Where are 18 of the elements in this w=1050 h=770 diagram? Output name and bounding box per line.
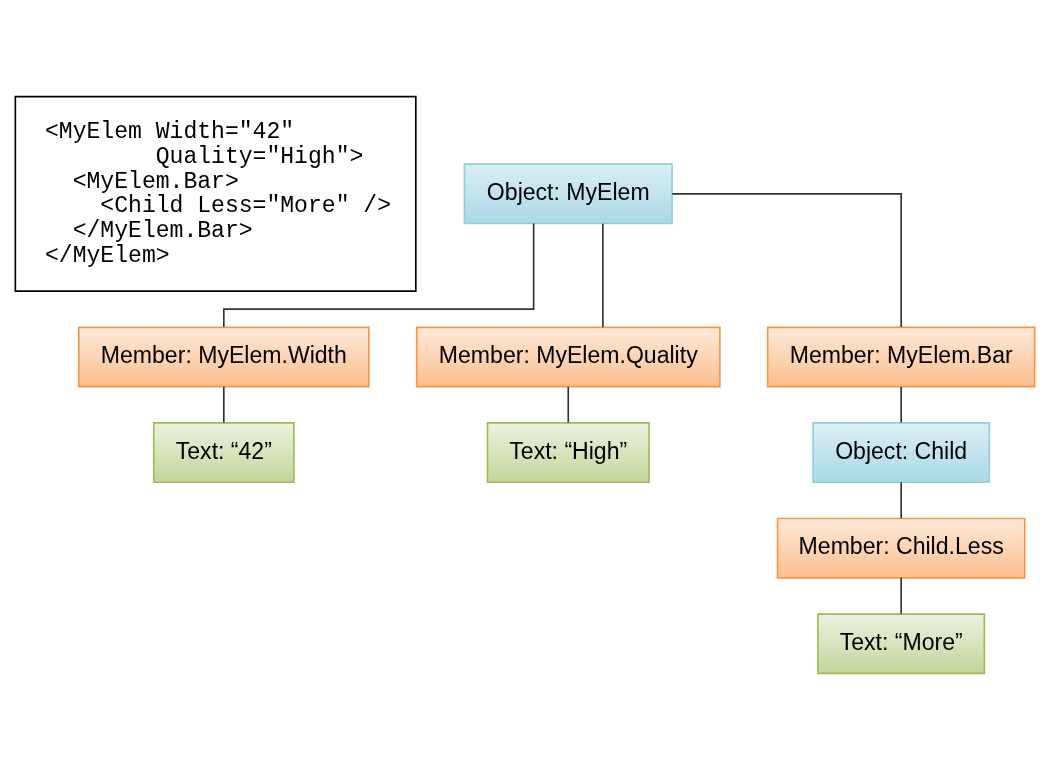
connector <box>602 222 604 329</box>
node-box: Text: “42” <box>152 422 295 484</box>
connector <box>900 385 902 424</box>
node-box: Object: Child <box>812 422 991 484</box>
connector <box>900 577 902 615</box>
node-box: Member: MyElem.Quality <box>415 326 721 388</box>
node-box: Text: “More” <box>817 613 986 675</box>
connector <box>671 193 902 328</box>
connector <box>900 481 902 519</box>
connector <box>223 385 225 424</box>
node-box: Object: MyElem <box>463 163 673 225</box>
node-box: Member: Child.Less <box>776 517 1026 579</box>
node-box: Member: MyElem.Width <box>77 326 370 388</box>
connector <box>223 222 535 328</box>
node-box: Text: “High” <box>486 422 650 484</box>
node-box: Member: MyElem.Bar <box>766 326 1036 388</box>
connector <box>567 385 570 424</box>
node-box: <MyElem Width="42" Quality="High"> <MyElem.Bar> <Child Less="More" /> </MyElem.Bar> </MyElem> <box>14 95 417 292</box>
